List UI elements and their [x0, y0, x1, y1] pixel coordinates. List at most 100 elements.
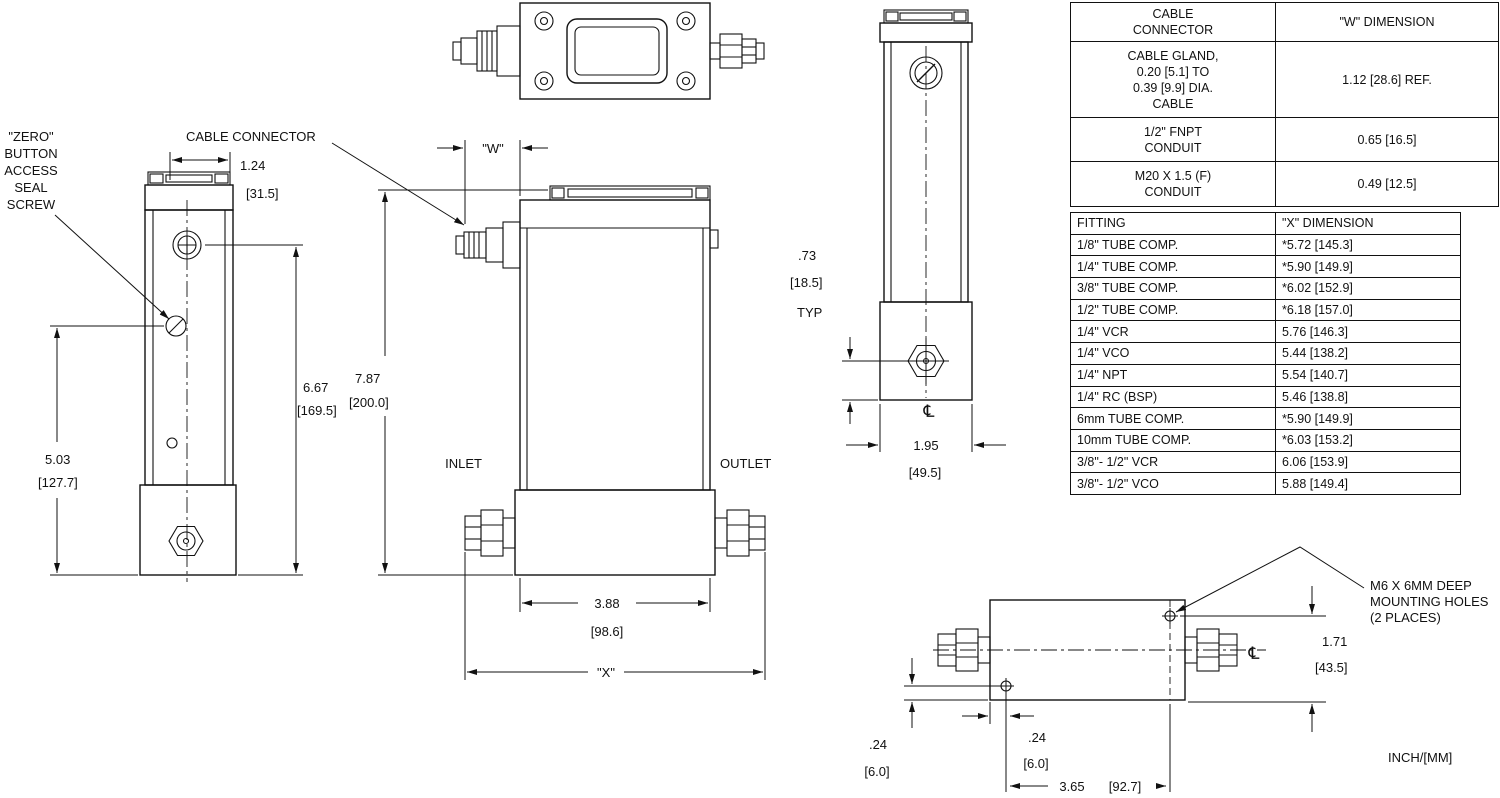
dim-hole-bottom: .24 [6.0]	[962, 694, 1049, 792]
table-row: 3/8" TUBE COMP.*6.02 [152.9]	[1070, 277, 1461, 300]
table-cell: 3/8"- 1/2" VCR	[1070, 450, 1276, 474]
table-cell: 5.88 [149.4]	[1275, 472, 1461, 495]
table-cell: 1/4" NPT	[1070, 363, 1276, 387]
mounting-hole-bottom	[998, 678, 1014, 694]
dim-hole-vert-mm: [43.5]	[1315, 660, 1348, 675]
cable-connector-callout: CABLE CONNECTOR	[186, 129, 465, 226]
mounting-callout-line1: M6 X 6MM DEEP	[1370, 578, 1472, 593]
dim-body-width: 3.88 [98.6]	[519, 578, 711, 639]
table-cell: 1.12 [28.6] REF.	[1275, 41, 1499, 118]
bottom-right-fitting	[1184, 628, 1238, 672]
dim-overall-height: 7.87 [200.0]	[349, 189, 548, 576]
side-dimensions: CABLE CONNECTOR "W" 7.87 [200.0] 3.88 [9…	[186, 129, 766, 680]
dim-depth-inch: 1.95	[913, 438, 938, 453]
cell-line: 1/2" FNPT	[1144, 124, 1202, 139]
end-view-screw	[909, 56, 943, 90]
table-cell: 6mm TUBE COMP.	[1070, 407, 1276, 430]
table-cell: 6.06 [153.9]	[1275, 450, 1461, 474]
table-cell: 1/4" VCO	[1070, 342, 1276, 365]
dim-hole-left-inch: .24	[869, 737, 887, 752]
cell-line: 0.39 [9.9] DIA.	[1133, 80, 1213, 95]
dim-front-width-inch: 1.24	[240, 158, 265, 173]
dim-hole-bottom-mm: [6.0]	[1023, 756, 1048, 771]
mounting-dimensions: M6 X 6MM DEEP MOUNTING HOLES (2 PLACES) …	[864, 546, 1489, 794]
bottom-centerline-symbol: ℄	[1248, 644, 1260, 663]
top-view	[452, 2, 765, 100]
inlet-label: INLET	[445, 456, 482, 471]
table-cell: 5.54 [140.7]	[1275, 363, 1461, 387]
cell-line: CONDUIT	[1144, 185, 1202, 199]
table-cell: *5.90 [149.9]	[1275, 255, 1461, 279]
table-row: 6mm TUBE COMP.*5.90 [149.9]	[1070, 407, 1461, 430]
table-row: 1/2" TUBE COMP.*6.18 [157.0]	[1070, 298, 1461, 322]
mounting-holes-callout: M6 X 6MM DEEP MOUNTING HOLES (2 PLACES)	[1175, 546, 1489, 625]
cell-line: CONDUIT	[1144, 140, 1202, 155]
dim-hole-left: .24 [6.0]	[864, 658, 998, 779]
dim-w: "W"	[437, 140, 548, 224]
side-cable-connector	[455, 221, 521, 269]
dim-hole-vert-inch: 1.71	[1322, 634, 1347, 649]
table-cell: 1/4" RC (BSP)	[1070, 385, 1276, 409]
table-cell: 5.46 [138.8]	[1275, 385, 1461, 409]
fitting-table-header-fitting: FITTING	[1070, 212, 1276, 235]
header-line: CONNECTOR	[1132, 23, 1214, 37]
dim-front-lower: 5.03 [127.7]	[38, 325, 164, 576]
dim-port-offset-mm: [18.5]	[790, 275, 823, 290]
zero-button-callout: "ZERO" BUTTON ACCESS SEAL SCREW	[4, 129, 170, 320]
mounting-callout-line3: (2 PLACES)	[1370, 610, 1441, 625]
end-view: ℄	[879, 9, 973, 421]
bottom-mounting-view: ℄	[933, 599, 1266, 701]
bottom-left-fitting	[937, 628, 991, 672]
dim-hole-bottom-inch: .24	[1028, 730, 1046, 745]
table-row: CABLE GLAND, 0.20 [5.1] TO 0.39 [9.9] DI…	[1070, 41, 1499, 118]
dim-port-offset: .73 [18.5] TYP	[790, 248, 905, 424]
zero-callout-line5: SCREW	[7, 197, 56, 212]
dim-front-lower-mm: [127.7]	[38, 475, 78, 490]
dim-depth-mm: [49.5]	[909, 465, 942, 480]
dim-front-height-inch: 6.67	[303, 380, 328, 395]
zero-callout-line1: "ZERO"	[8, 129, 54, 144]
dim-overall-height-inch: 7.87	[355, 371, 380, 386]
table-cell: 1/4" TUBE COMP.	[1070, 255, 1276, 279]
end-hex-fitting	[903, 338, 949, 384]
front-small-hole	[166, 437, 178, 449]
dim-body-width-inch: 3.88	[594, 596, 619, 611]
end-dimensions: .73 [18.5] TYP 1.95 [49.5]	[790, 248, 1006, 480]
side-view: INLET OUTLET	[445, 185, 771, 576]
front-hex-fitting	[168, 525, 204, 557]
cell-line: M20 X 1.5 (F)	[1134, 169, 1212, 183]
table-cell: *6.03 [153.2]	[1275, 428, 1461, 452]
table-cell: 10mm TUBE COMP.	[1070, 428, 1276, 452]
dim-w-label: "W"	[482, 141, 504, 156]
dim-overall-height-mm: [200.0]	[349, 395, 389, 410]
inlet-fitting	[464, 509, 516, 557]
mounting-callout-line2: MOUNTING HOLES	[1370, 594, 1489, 609]
cable-table-header-w-dimension: "W" DIMENSION	[1275, 2, 1499, 42]
dim-hole-span-mm: [92.7]	[1109, 779, 1142, 794]
fitting-table-header-row: FITTING "X" DIMENSION	[1070, 212, 1461, 235]
dim-x: "X"	[464, 552, 766, 680]
dim-front-height-mm: [169.5]	[297, 403, 337, 418]
dim-front-lower-inch: 5.03	[45, 452, 70, 467]
dim-front-width-mm: [31.5]	[246, 186, 279, 201]
table-cell: 5.44 [138.2]	[1275, 342, 1461, 365]
header-line: CABLE	[1152, 7, 1194, 21]
outlet-label: OUTLET	[720, 456, 771, 471]
dim-hole-left-mm: [6.0]	[864, 764, 889, 779]
table-cell: 3/8"- 1/2" VCO	[1070, 472, 1276, 495]
top-view-compression-fitting	[709, 33, 765, 69]
table-cell: *6.18 [157.0]	[1275, 298, 1461, 322]
top-screw	[172, 230, 202, 260]
table-cell: *6.02 [152.9]	[1275, 277, 1461, 300]
table-row: 1/4" RC (BSP)5.46 [138.8]	[1070, 385, 1461, 409]
table-row: M20 X 1.5 (F) CONDUIT 0.49 [12.5]	[1070, 161, 1499, 207]
top-view-cable-gland	[452, 25, 521, 77]
cable-connector-table: CABLE CONNECTOR "W" DIMENSION CABLE GLAN…	[1070, 2, 1499, 207]
front-dimensions: 1.24 [31.5] 6.67 [169.5] 5.03 [127.7] "Z…	[4, 129, 337, 576]
dim-port-offset-inch: .73	[798, 248, 816, 263]
dim-front-width: 1.24 [31.5]	[169, 152, 279, 201]
